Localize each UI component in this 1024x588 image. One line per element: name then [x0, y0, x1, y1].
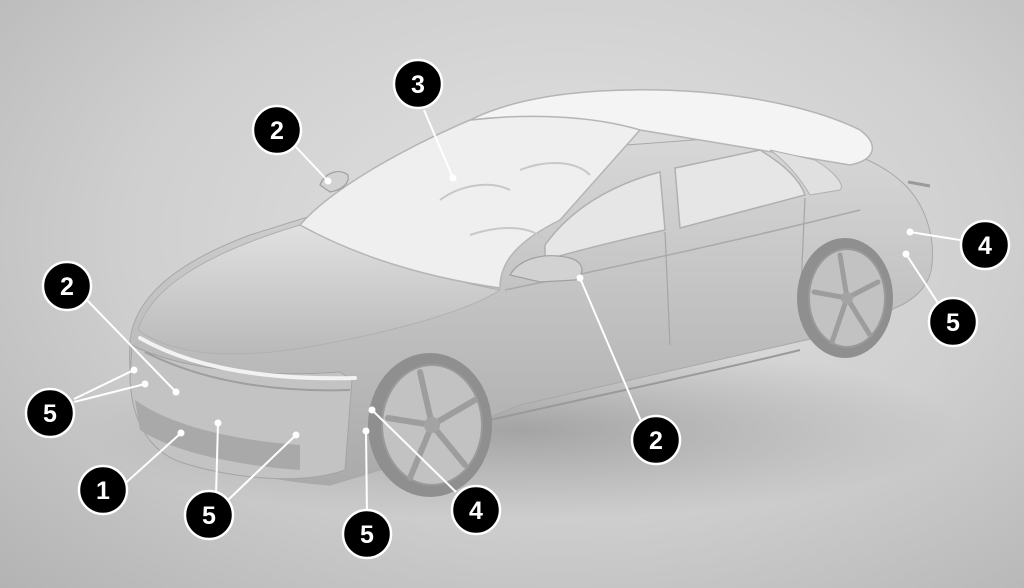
- callout-badge-5-bottom: 5: [183, 489, 235, 541]
- anchor-dots: [130, 174, 914, 439]
- svg-text:5: 5: [202, 502, 216, 530]
- side-mirror-left: [319, 171, 349, 193]
- interior-seats: [439, 162, 591, 241]
- tail-light: [907, 180, 931, 188]
- leader-lines: [73, 109, 967, 516]
- panoramic-roof: [469, 89, 874, 166]
- side-window-front: [544, 171, 666, 261]
- door-seam-front: [664, 231, 671, 346]
- side-window-rear: [674, 149, 806, 229]
- callout-badge-4-front: 4: [450, 484, 502, 536]
- windshield: [298, 110, 641, 289]
- svg-text:1: 1: [96, 477, 110, 505]
- front-light-shadow: [144, 351, 351, 392]
- callout-badge-2-left-mirror: 2: [251, 104, 303, 156]
- car-hood: [137, 214, 502, 355]
- svg-text:2: 2: [649, 427, 663, 455]
- rocker-panel: [489, 349, 801, 421]
- callout-badge-1: 1: [77, 464, 129, 516]
- svg-text:5: 5: [946, 309, 960, 337]
- rear-wheel: [797, 238, 893, 358]
- svg-text:5: 5: [43, 400, 57, 428]
- callout-badge-4-rear: 4: [959, 219, 1011, 271]
- svg-text:4: 4: [469, 497, 483, 525]
- callout-badge-2-right-mirror: 2: [630, 414, 682, 466]
- svg-text:2: 2: [270, 117, 284, 145]
- callout-badge-5-corner: 5: [341, 508, 393, 560]
- front-wheel: [368, 353, 492, 497]
- rear-quarter-window: [769, 149, 842, 196]
- svg-text:4: 4: [978, 232, 992, 260]
- front-light-bar: [138, 336, 357, 381]
- callout-badge-2-front: 2: [41, 260, 93, 312]
- callout-badge-5-left: 5: [24, 387, 76, 439]
- callout-badge-3: 3: [392, 58, 444, 110]
- svg-text:5: 5: [360, 521, 374, 549]
- svg-text:2: 2: [60, 273, 74, 301]
- callout-badge-5-rear: 5: [927, 296, 979, 348]
- svg-text:3: 3: [411, 71, 425, 99]
